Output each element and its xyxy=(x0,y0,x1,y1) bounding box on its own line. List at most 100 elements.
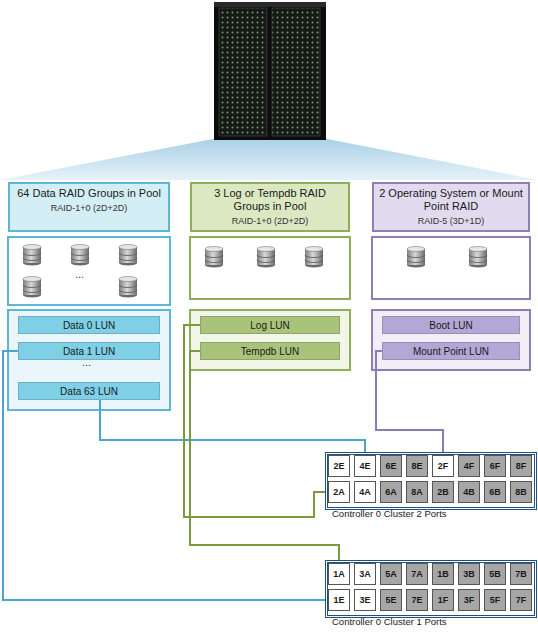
server-rack xyxy=(214,2,326,140)
lun-name: Boot LUN xyxy=(429,320,472,331)
port-id: 6E xyxy=(385,461,396,471)
lun-name: Data 1 LUN xyxy=(63,346,115,357)
port-cluster: Controller 0 Cluster 2 Ports2E4E6E8E2F4F… xyxy=(325,452,537,510)
port-box: 7A xyxy=(406,563,428,585)
port-id: 5E xyxy=(385,595,396,605)
port-box: 5A xyxy=(380,563,402,585)
port-id: 2F xyxy=(438,461,449,471)
port-id: 1B xyxy=(437,569,449,579)
port-box: 6F xyxy=(484,455,506,477)
port-box: 4B xyxy=(458,481,480,503)
port-box: 8A xyxy=(406,481,428,503)
port-box: 3B xyxy=(458,563,480,585)
port-box: 6E xyxy=(380,455,402,477)
lun-box: Log LUN xyxy=(200,316,340,334)
port-box: 8F xyxy=(510,455,532,477)
port-id: 3E xyxy=(359,595,370,605)
raid-group-header: 64 Data RAID Groups in PoolRAID-1+0 (2D+… xyxy=(8,182,170,232)
port-id: 6A xyxy=(385,487,397,497)
port-id: 8B xyxy=(515,487,527,497)
port-cluster: Controller 0 Cluster 1 Ports1A3A5A7A1B3B… xyxy=(325,560,537,618)
port-box: 6B xyxy=(484,481,506,503)
port-box: 7E xyxy=(406,589,428,611)
port-box: 5F xyxy=(484,589,506,611)
port-box: 7F xyxy=(510,589,532,611)
port-id: 5A xyxy=(385,569,397,579)
lun-name: Mount Point LUN xyxy=(413,346,489,357)
lun-name: Data 0 LUN xyxy=(63,320,115,331)
port-id: 8F xyxy=(516,461,527,471)
port-id: 4F xyxy=(464,461,475,471)
light-fan xyxy=(0,138,538,180)
lun-name: Tempdb LUN xyxy=(241,346,299,357)
lun-name: Log LUN xyxy=(250,320,289,331)
port-box: 3F xyxy=(458,589,480,611)
port-id: 2E xyxy=(333,461,344,471)
raid-group-header: 2 Operating System or Mount Point RAID RA… xyxy=(372,182,530,232)
lun-box: Mount Point LUN xyxy=(382,342,520,360)
port-id: 7F xyxy=(516,595,527,605)
port-box: 4F xyxy=(458,455,480,477)
port-id: 4A xyxy=(359,487,371,497)
port-box: 8B xyxy=(510,481,532,503)
raid-level: RAID-5 (3D+1D) xyxy=(378,215,524,227)
ellipsis: ... xyxy=(82,356,91,368)
port-box: 1F xyxy=(432,589,454,611)
port-box: 6A xyxy=(380,481,402,503)
port-id: 4B xyxy=(463,487,475,497)
group-title: 64 Data RAID Groups in Pool xyxy=(14,187,164,200)
port-box: 1E xyxy=(328,589,350,611)
port-box: 4E xyxy=(354,455,376,477)
port-connector xyxy=(100,400,365,455)
port-id: 8A xyxy=(411,487,423,497)
port-box: 3E xyxy=(354,589,376,611)
port-id: 3A xyxy=(359,569,371,579)
disk-icons xyxy=(23,245,487,298)
port-box: 5B xyxy=(484,563,506,585)
cluster-label: Controller 0 Cluster 1 Ports xyxy=(332,616,447,627)
port-box: 2F xyxy=(432,455,454,477)
port-id: 7B xyxy=(515,569,527,579)
port-id: 4E xyxy=(359,461,370,471)
port-id: 6B xyxy=(489,487,501,497)
port-id: 8E xyxy=(411,461,422,471)
raid-group-header: 3 Log or Tempdb RAID Groups in PoolRAID-… xyxy=(190,182,350,232)
port-box: 1B xyxy=(432,563,454,585)
group-title: 2 Operating System or Mount Point RAID xyxy=(378,187,524,213)
port-box: 2A xyxy=(328,481,350,503)
lun-box: Tempdb LUN xyxy=(200,342,340,360)
port-id: 2A xyxy=(333,487,345,497)
lun-panels xyxy=(8,310,530,410)
lun-box: Data 0 LUN xyxy=(18,316,160,334)
port-box: 7B xyxy=(510,563,532,585)
port-id: 7A xyxy=(411,569,423,579)
port-id: 1E xyxy=(333,595,344,605)
disk-panels xyxy=(8,237,530,305)
port-box: 1A xyxy=(328,563,350,585)
port-connector xyxy=(3,351,328,600)
port-id: 1F xyxy=(438,595,449,605)
port-id: 7E xyxy=(411,595,422,605)
port-box: 2E xyxy=(328,455,350,477)
port-box: 4A xyxy=(354,481,376,503)
raid-level: RAID-1+0 (2D+2D) xyxy=(196,215,344,227)
port-id: 2B xyxy=(437,487,449,497)
port-id: 5F xyxy=(490,595,501,605)
port-box: 3A xyxy=(354,563,376,585)
port-box: 5E xyxy=(380,589,402,611)
port-id: 5B xyxy=(489,569,501,579)
port-box: 8E xyxy=(406,455,428,477)
port-id: 6F xyxy=(490,461,501,471)
port-connector xyxy=(190,351,339,563)
port-id: 3F xyxy=(464,595,475,605)
ellipsis: ... xyxy=(75,268,84,280)
raid-level: RAID-1+0 (2D+2D) xyxy=(14,202,164,214)
port-box: 2B xyxy=(432,481,454,503)
lun-name: Data 63 LUN xyxy=(60,386,118,397)
port-connector xyxy=(376,351,443,455)
group-title: 3 Log or Tempdb RAID Groups in Pool xyxy=(196,187,344,213)
port-id: 3B xyxy=(463,569,475,579)
lun-box: Data 63 LUN xyxy=(18,382,160,400)
lun-box: Boot LUN xyxy=(382,316,520,334)
cluster-label: Controller 0 Cluster 2 Ports xyxy=(332,508,447,519)
